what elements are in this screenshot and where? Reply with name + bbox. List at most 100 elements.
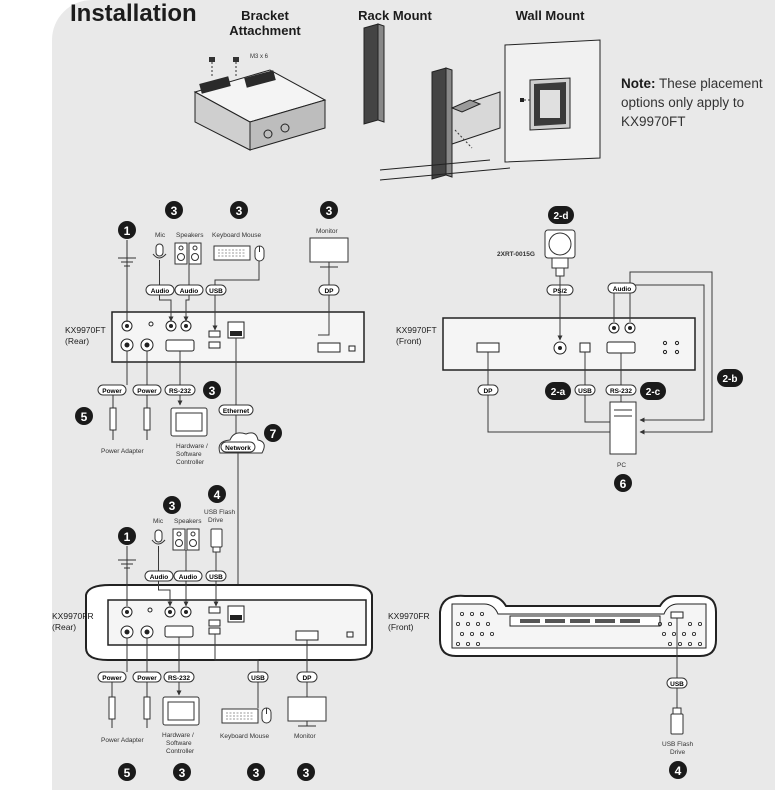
step-number-2c: 2-c	[646, 387, 661, 398]
port-tag-usb-front-fr	[666, 677, 688, 689]
port-tag-rs232-top	[164, 384, 196, 396]
speakers-label-bottom: Speakers	[174, 518, 202, 525]
ground-symbol-bottom	[118, 546, 136, 606]
port-tag-network	[220, 441, 256, 453]
port-tag-rs232-front	[605, 384, 637, 396]
mic-icon-bottom	[151, 529, 166, 552]
controller-label-top-2: Software	[176, 451, 202, 458]
port-text-usb-front: USB	[578, 388, 592, 395]
keyboard-mouse-label-bottom: Keyboard Mouse	[220, 733, 270, 740]
heading-bracket-attachment: Bracket Attachment	[229, 8, 301, 38]
step-badge-ground-top	[118, 221, 136, 239]
port-tag-ethernet	[218, 404, 254, 416]
step-number-2d: 2-d	[554, 211, 569, 222]
controller-label-top-3: Controller	[176, 459, 205, 466]
step-number-monitor-bottom: 3	[303, 766, 310, 780]
port-tag-dp-top	[318, 284, 340, 296]
step-badge-2a	[545, 382, 571, 400]
fr-rear-label-line1: KX9970FR	[52, 611, 94, 621]
step-number-network: 7	[270, 427, 277, 441]
port-text-audio-mic-top: Audio	[151, 288, 169, 295]
step-number-keyboard-bottom: 3	[253, 766, 260, 780]
step-badge-mic-bottom	[163, 496, 181, 514]
bracket-illustration: M3 x 6	[193, 54, 327, 151]
ft-front-label-line2: (Front)	[396, 336, 422, 346]
step-number-controller-bottom: 3	[179, 766, 186, 780]
speakers-label-top: Speakers	[176, 232, 204, 239]
step-badge-usb-drive-bottom	[208, 485, 226, 503]
port-text-dp-top: DP	[324, 288, 334, 295]
port-text-rs232-bottom: RS-232	[168, 675, 190, 682]
port-tag-usb-drive-bottom	[205, 570, 227, 582]
step-number-mic-top: 3	[171, 204, 178, 218]
controller-icon-bottom	[162, 696, 200, 726]
step-number-keyboard-top: 3	[236, 204, 243, 218]
keyboard-mouse-icon-top	[213, 245, 265, 262]
speakers-icon-top	[174, 242, 202, 265]
step-number-usb-drive-bottom: 4	[214, 488, 221, 502]
port-text-dp-front: DP	[483, 388, 493, 395]
fr-front-unit	[439, 594, 717, 657]
fr-rear-unit	[85, 584, 373, 661]
port-tag-usb-kbd-bottom	[247, 671, 269, 683]
controller-label-bottom-3: Controller	[166, 748, 195, 755]
power-adapter-label-top: Power Adapter	[101, 448, 144, 455]
usb-flash-label-bottom-1: USB Flash	[204, 509, 235, 516]
fr-front-label-line1: KX9970FR	[388, 611, 430, 621]
heading-rack-mount: Rack Mount	[358, 8, 432, 23]
page-title: Installation	[70, 0, 197, 27]
speakers-icon-bottom	[172, 528, 200, 551]
port-tag-usb-top	[205, 284, 227, 296]
heading-wall-mount: Wall Mount	[515, 8, 585, 23]
keyboard-mouse-label-top: Keyboard Mouse	[212, 232, 262, 239]
step-badge-keyboard-bottom	[247, 763, 265, 781]
step-number-rs232-top: 3	[209, 384, 216, 398]
port-tag-power-1-top	[97, 384, 127, 396]
usb-flash-label-bottom-2: Drive	[208, 517, 224, 524]
mic-label-top: Mic	[155, 232, 166, 239]
step-badge-mic-top	[165, 201, 183, 219]
step-badge-2d	[548, 206, 574, 224]
power-adapter-label-bottom: Power Adapter	[101, 737, 144, 744]
step-badge-2c	[640, 382, 666, 400]
port-tag-dp-front	[477, 384, 499, 396]
controller-icon-top	[170, 407, 208, 437]
port-text-network: Network	[225, 445, 251, 452]
placement-note: Note: These placement options only apply…	[621, 74, 771, 131]
step-badge-usb-drive-right	[669, 761, 687, 779]
page-margin	[0, 0, 52, 790]
converter-label: 2XRT-0015G	[497, 251, 535, 258]
mic-icon-top	[152, 243, 167, 266]
step-number-ground-top: 1	[124, 224, 131, 238]
step-number-mic-bottom: 3	[169, 499, 176, 513]
ft-rear-label-line1: KX9970FT	[65, 325, 106, 335]
port-text-power-1-top: Power	[102, 388, 122, 395]
port-text-power-2-top: Power	[137, 388, 157, 395]
port-text-usb-drive-bottom: USB	[209, 574, 223, 581]
controller-label-top-1: Hardware /	[176, 443, 208, 450]
port-text-power-2-bottom: Power	[137, 675, 157, 682]
port-text-usb-kbd-bottom: USB	[251, 675, 265, 682]
usb-flash-drive-icon-right	[670, 707, 684, 735]
port-text-audio-mic-bottom: Audio	[150, 574, 168, 581]
ft-front-unit	[442, 317, 696, 371]
step-number-ground-bottom: 1	[124, 530, 131, 544]
step-badge-network	[264, 424, 282, 442]
port-text-audio-front: Audio	[613, 286, 631, 293]
port-text-dp-bottom: DP	[302, 675, 312, 682]
note-label: Note:	[621, 76, 656, 91]
ft-rear-unit	[111, 311, 365, 363]
monitor-icon-top	[309, 237, 349, 268]
step-badge-pc	[614, 474, 632, 492]
controller-label-bottom-1: Hardware /	[162, 732, 194, 739]
step-badge-controller-bottom	[173, 763, 191, 781]
step-number-monitor-top: 3	[326, 204, 333, 218]
usb-flash-label-right-2: Drive	[670, 749, 686, 756]
port-text-audio-spk-top: Audio	[180, 288, 198, 295]
power-adapter-icon-bottom	[108, 682, 151, 728]
step-badge-monitor-bottom	[297, 763, 315, 781]
power-adapter-icon-top	[109, 395, 151, 440]
screw-size-label: M3 x 6	[250, 54, 269, 60]
monitor-icon-bottom	[287, 696, 327, 727]
